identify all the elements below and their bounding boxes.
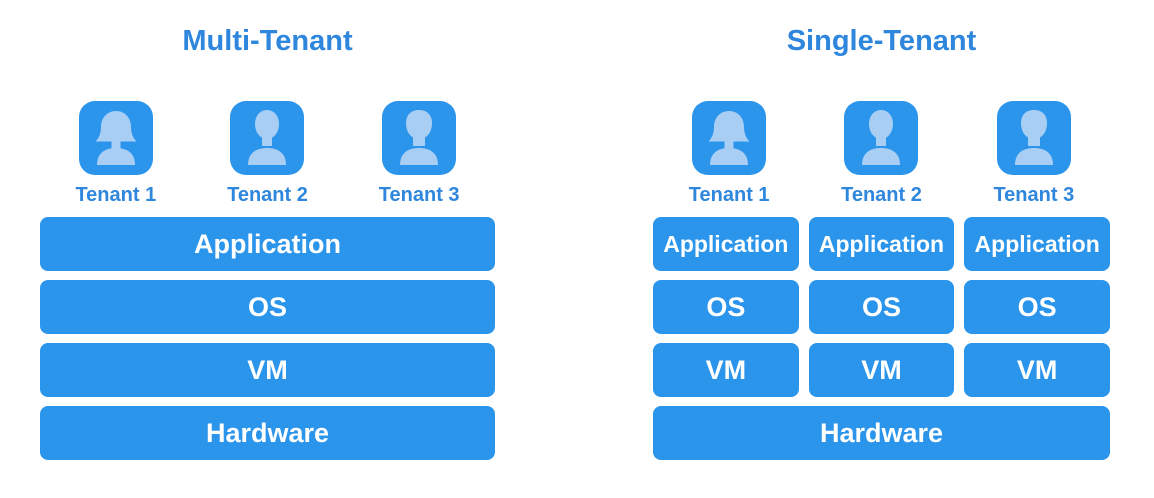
tenant-label: Tenant 2	[841, 184, 922, 206]
layer-vm-tenant-3: VM	[964, 343, 1110, 397]
single-tenant-layer-grid: Application Application Application OS O…	[653, 217, 1110, 460]
tenant-1: Tenant 1	[653, 101, 805, 208]
multi-tenant-layer-stack: Application OS VM Hardware	[40, 217, 495, 460]
multi-tenant-panel: Multi-Tenant Tenant 1	[40, 0, 495, 460]
layer-os-tenant-3: OS	[964, 280, 1110, 334]
tenant-1: Tenant 1	[40, 101, 192, 208]
layer-vm: VM	[40, 343, 495, 397]
person-female-icon	[692, 101, 767, 175]
person-male-icon	[382, 101, 457, 175]
person-male-icon	[844, 101, 919, 175]
multi-tenant-title: Multi-Tenant	[182, 25, 353, 57]
tenant-label: Tenant 2	[227, 184, 308, 206]
tenant-label: Tenant 1	[688, 184, 770, 206]
person-male-icon	[996, 101, 1071, 175]
tenant-3: Tenant 3	[343, 101, 495, 208]
single-tenant-panel: Single-Tenant Tenant 1	[653, 0, 1110, 460]
layer-os: OS	[40, 280, 495, 334]
multi-tenant-avatar-row: Tenant 1 Tenant 2	[40, 101, 495, 208]
layer-hardware-shared: Hardware	[653, 406, 1110, 460]
tenant-3: Tenant 3	[958, 101, 1110, 208]
layer-hardware: Hardware	[40, 406, 495, 460]
layer-application-tenant-1: Application	[653, 217, 799, 271]
tenant-2: Tenant 2	[192, 101, 344, 208]
layer-application: Application	[40, 217, 495, 271]
layer-application-tenant-2: Application	[808, 217, 955, 271]
single-tenant-avatar-row: Tenant 1 Tenant 2	[653, 101, 1110, 208]
layer-os-tenant-1: OS	[653, 280, 799, 334]
single-tenant-title: Single-Tenant	[786, 25, 977, 57]
tenant-2: Tenant 2	[805, 101, 957, 208]
tenant-label: Tenant 1	[75, 184, 157, 206]
person-male-icon	[230, 101, 305, 175]
person-female-icon	[78, 101, 153, 175]
layer-os-tenant-2: OS	[808, 280, 955, 334]
layer-application-tenant-3: Application	[964, 217, 1110, 271]
tenant-label: Tenant 3	[993, 184, 1075, 206]
layer-vm-tenant-2: VM	[808, 343, 955, 397]
tenant-label: Tenant 3	[378, 184, 460, 206]
layer-vm-tenant-1: VM	[653, 343, 799, 397]
